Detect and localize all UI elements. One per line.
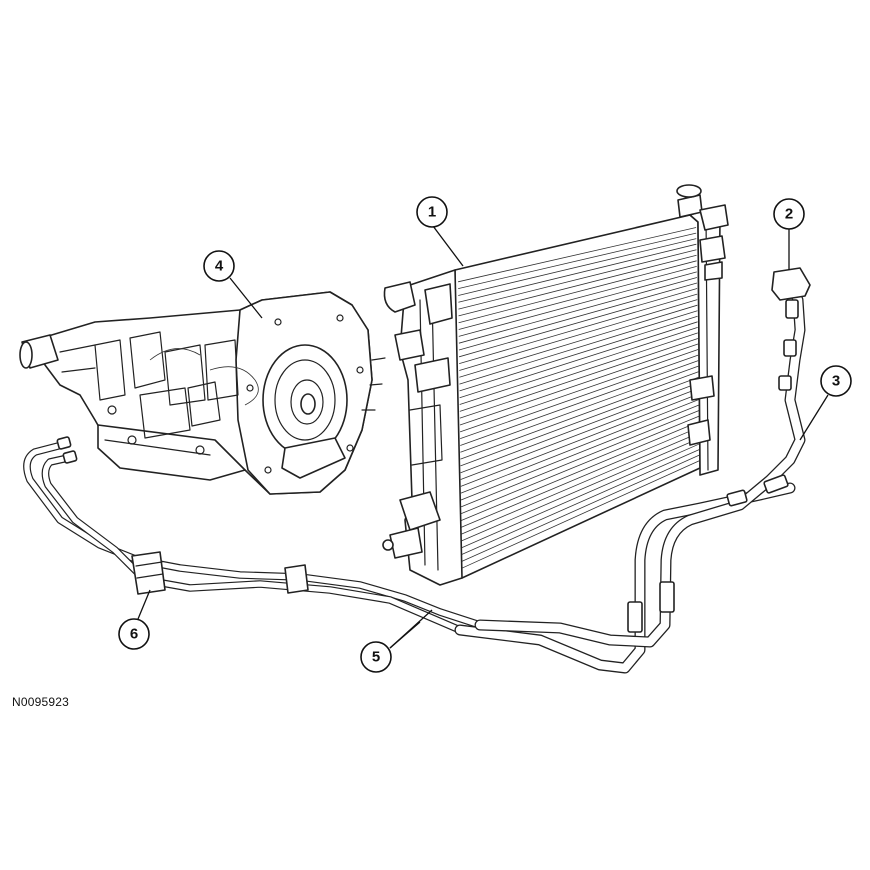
radiator-fin: [461, 426, 700, 528]
radiator-fin: [460, 410, 700, 508]
callout-3-circle: [820, 365, 852, 397]
callout-4-circle: [203, 250, 235, 282]
radiator-fin: [460, 371, 699, 460]
radiator-fin: [459, 299, 698, 371]
transmission: [19, 291, 386, 495]
radiator-fin: [460, 360, 699, 446]
radiator-fin: [460, 382, 699, 474]
radiator-fin: [461, 460, 701, 569]
steel-line-upper: [23, 441, 484, 629]
callout-5-label: 5: [372, 649, 380, 666]
radiator-fin: [461, 421, 700, 521]
radiator-fin: [458, 288, 698, 358]
radiator-fin: [458, 271, 697, 337]
callout-4-label: 4: [215, 258, 224, 275]
radiator-fins: [458, 227, 701, 569]
radiator-fin: [459, 321, 698, 399]
line-bracket-clip: [131, 551, 166, 595]
callout-6-label: 6: [130, 626, 138, 643]
radiator-fin: [460, 404, 700, 501]
radiator-fin: [461, 454, 700, 562]
callout-2-label: 2: [785, 206, 793, 223]
callout-1-circle: [416, 196, 448, 228]
quick-connect-fitting: [771, 267, 811, 301]
radiator-fin: [459, 310, 698, 385]
radiator: [382, 184, 729, 586]
radiator-fin: [458, 265, 697, 330]
callout-6-circle: [118, 618, 150, 650]
radiator-fin: [461, 443, 700, 549]
radiator-fin: [458, 254, 697, 317]
radiator-fin: [459, 343, 699, 426]
radiator-fin: [459, 326, 698, 405]
radiator-fin: [459, 338, 699, 419]
radiator-fin: [459, 315, 698, 392]
radiator-fin: [460, 387, 699, 480]
cooler-lines: [23, 267, 811, 674]
radiator-upper-fitting: [383, 281, 416, 313]
radiator-fin: [459, 332, 698, 412]
callout-3-label: 3: [832, 373, 840, 390]
callouts: 1 2 3 4 5 6: [118, 196, 852, 673]
callout-1-label: 1: [428, 204, 436, 221]
radiator-fin: [461, 432, 700, 535]
radiator-fin: [458, 238, 697, 296]
radiator-fin: [458, 243, 697, 303]
radiator-fin: [459, 349, 699, 433]
radiator-fin: [460, 354, 699, 440]
radiator-fin: [458, 277, 698, 344]
radiator-fin: [461, 448, 700, 555]
radiator-fin: [460, 393, 699, 487]
radiator-fin: [458, 227, 697, 283]
radiator-fin: [461, 415, 700, 515]
oil-pan: [97, 424, 246, 481]
radiator-fin: [461, 437, 700, 542]
radiator-fin: [458, 282, 698, 351]
radiator-fin: [460, 399, 700, 494]
radiator-fin: [458, 249, 697, 310]
callout-2-circle: [773, 198, 805, 230]
radiator-fin: [458, 260, 697, 324]
cooler-hose-upper: [474, 274, 806, 648]
cooler-hose-lower: [454, 482, 796, 674]
radiator-fin: [459, 293, 698, 365]
radiator-fin: [458, 232, 697, 290]
callout-5-circle: [360, 641, 392, 673]
radiator-fin: [459, 304, 698, 378]
radiator-fin: [460, 376, 699, 467]
figure-code: N0095923: [12, 695, 69, 709]
radiator-fin: [460, 365, 699, 453]
